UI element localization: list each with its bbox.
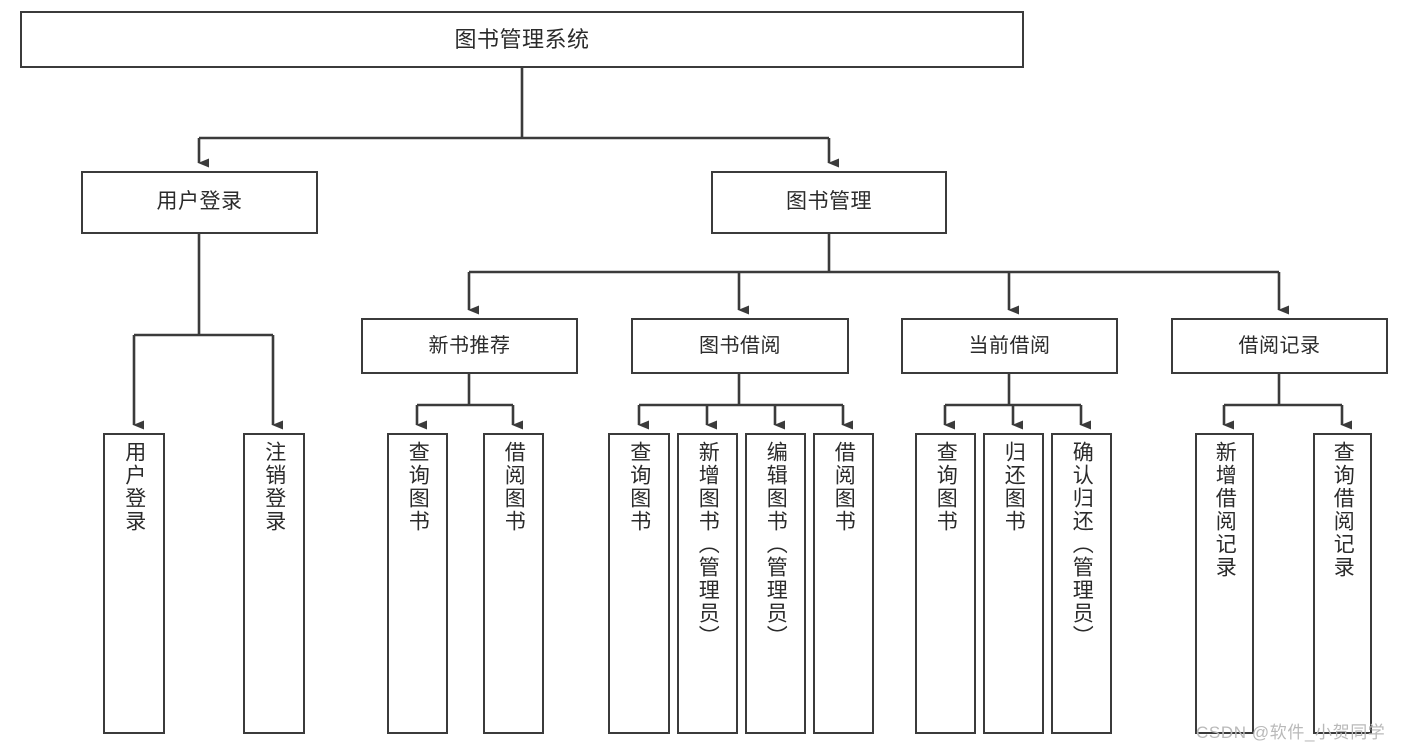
node-leaf-query-record[interactable]: 查询借阅记录: [1313, 433, 1372, 734]
node-user-login-label: 用户登录: [156, 190, 243, 214]
node-leaf-edit-book-label: 编辑图书（管理员）: [764, 441, 788, 648]
node-leaf-confirm-return[interactable]: 确认归还（管理员）: [1051, 433, 1112, 734]
node-leaf-user-login[interactable]: 用户登录: [103, 433, 165, 734]
node-leaf-query-book-1-label: 查询图书: [406, 441, 430, 533]
node-book-manage[interactable]: 图书管理: [711, 171, 947, 234]
node-leaf-borrow-book-2-label: 借阅图书: [832, 441, 856, 533]
node-leaf-logout-label: 注销登录: [262, 441, 286, 533]
node-leaf-add-book-label: 新增图书（管理员）: [696, 441, 720, 648]
node-leaf-query-book-2-label: 查询图书: [627, 441, 651, 533]
node-borrow-record[interactable]: 借阅记录: [1171, 318, 1388, 374]
node-new-book-recommend[interactable]: 新书推荐: [361, 318, 578, 374]
node-leaf-confirm-return-label: 确认归还（管理员）: [1070, 441, 1094, 648]
node-book-borrow-label: 图书借阅: [699, 334, 781, 357]
node-book-manage-label: 图书管理: [786, 190, 872, 214]
node-leaf-return-book[interactable]: 归还图书: [983, 433, 1044, 734]
node-leaf-edit-book[interactable]: 编辑图书（管理员）: [745, 433, 806, 734]
node-borrow-record-label: 借阅记录: [1238, 334, 1321, 357]
node-leaf-query-book-2[interactable]: 查询图书: [608, 433, 670, 734]
node-root[interactable]: 图书管理系统: [20, 11, 1024, 68]
watermark-text: CSDN @软件_小贺同学: [1196, 723, 1386, 742]
node-leaf-add-book[interactable]: 新增图书（管理员）: [677, 433, 738, 734]
node-new-book-recommend-label: 新书推荐: [428, 334, 511, 357]
node-user-login[interactable]: 用户登录: [81, 171, 318, 234]
node-leaf-add-record-label: 新增借阅记录: [1213, 441, 1237, 579]
node-leaf-logout[interactable]: 注销登录: [243, 433, 305, 734]
node-root-label: 图书管理系统: [454, 26, 590, 52]
node-leaf-add-record[interactable]: 新增借阅记录: [1195, 433, 1254, 734]
node-leaf-return-book-label: 归还图书: [1002, 441, 1026, 533]
node-leaf-borrow-book-1-label: 借阅图书: [502, 441, 526, 533]
node-current-borrow-label: 当前借阅: [968, 334, 1051, 357]
node-leaf-query-record-label: 查询借阅记录: [1331, 441, 1355, 579]
node-leaf-borrow-book-2[interactable]: 借阅图书: [813, 433, 874, 734]
node-current-borrow[interactable]: 当前借阅: [901, 318, 1118, 374]
node-leaf-borrow-book-1[interactable]: 借阅图书: [483, 433, 544, 734]
node-leaf-user-login-label: 用户登录: [122, 441, 146, 533]
node-leaf-query-book-1[interactable]: 查询图书: [387, 433, 448, 734]
node-book-borrow[interactable]: 图书借阅: [631, 318, 849, 374]
node-leaf-query-book-3[interactable]: 查询图书: [915, 433, 976, 734]
node-leaf-query-book-3-label: 查询图书: [934, 441, 958, 533]
